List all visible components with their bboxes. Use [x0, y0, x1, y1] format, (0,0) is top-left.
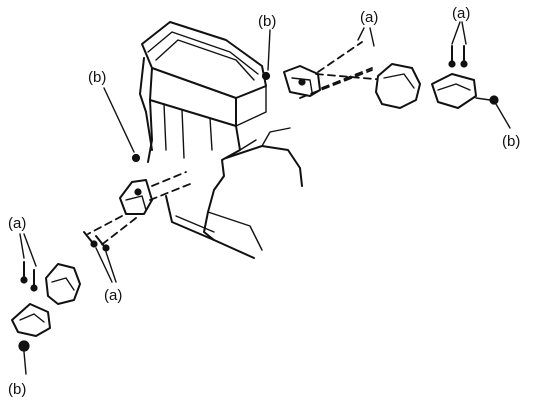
left-mounting-plate [11, 303, 51, 337]
callout-lower-a: (a) [104, 287, 122, 304]
callout-lower-left-b: (b) [8, 381, 26, 398]
right-rubber-insulator [375, 63, 421, 109]
left-rubber-insulator [45, 263, 81, 305]
callout-right-b: (b) [502, 133, 520, 150]
callout-top-b: (b) [258, 13, 276, 30]
left-mount-assembly [11, 87, 191, 375]
engine-body [139, 21, 303, 259]
right-mount-assembly [261, 21, 511, 129]
callout-top-a: (a) [360, 9, 378, 26]
callout-lower-left-a: (a) [8, 215, 26, 232]
left-nut-icon [18, 340, 30, 352]
callout-left-b: (b) [88, 69, 106, 86]
right-nut-icon [489, 95, 499, 105]
right-mounting-plate [431, 73, 477, 109]
callout-right-a: (a) [452, 5, 470, 22]
